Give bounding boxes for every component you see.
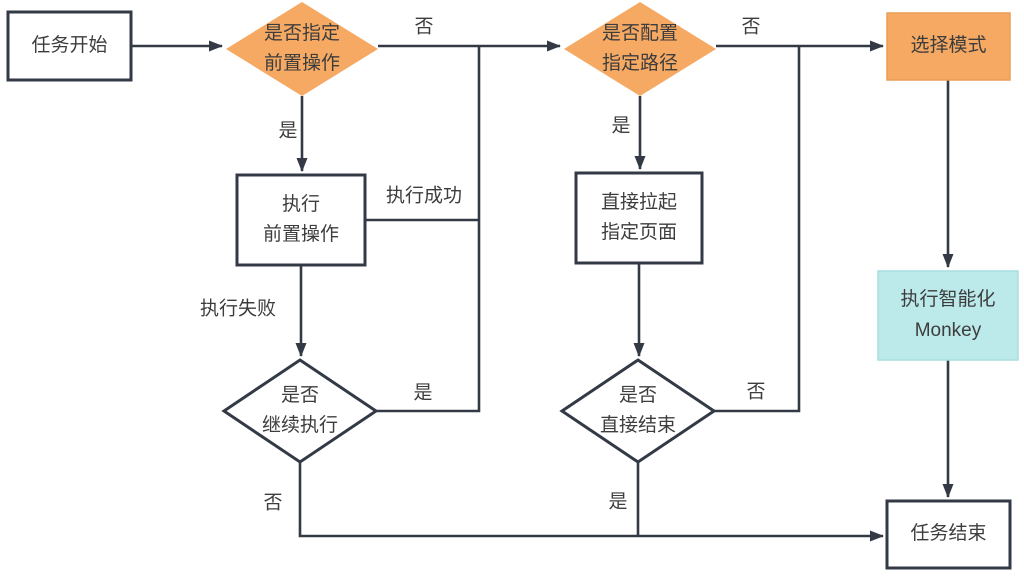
edge-check-continue-no-to-end: [298, 462, 884, 542]
end-node-shape: [885, 499, 1012, 570]
edge-check-continue-yes: [376, 47, 481, 413]
select-mode-node-shape: [886, 12, 1011, 81]
start-node-shape: [6, 10, 133, 82]
check-continue-diamond-shape: [221, 358, 379, 464]
launch-page-node-shape: [574, 171, 704, 265]
check-path-diamond-shape: [564, 2, 716, 96]
run-monkey-node-shape: [877, 270, 1019, 361]
check-direct-end-diamond-shape: [559, 358, 717, 464]
exec-pre-op-node-shape: [235, 173, 367, 267]
edge-check-direct-end-no: [714, 47, 801, 413]
check-pre-op-diamond-shape: [226, 2, 378, 96]
